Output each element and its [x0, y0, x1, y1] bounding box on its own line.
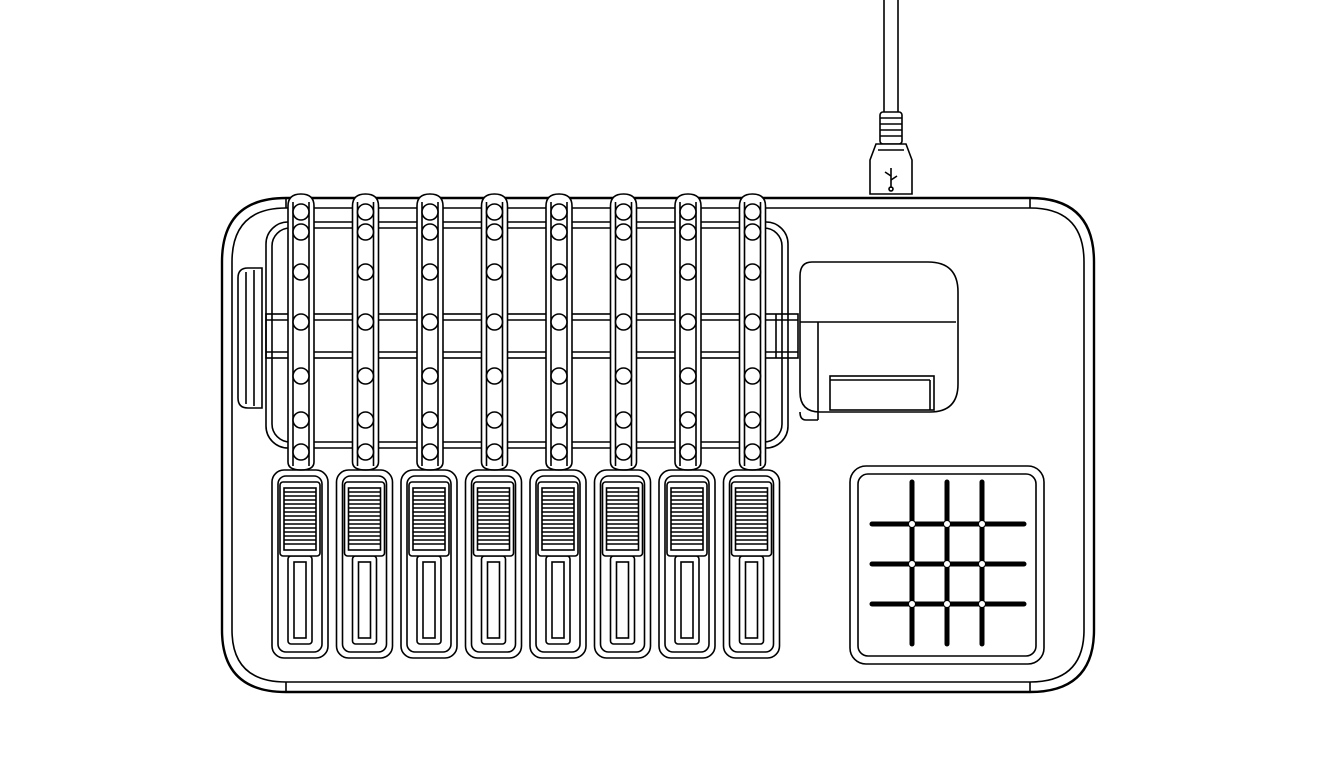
fader-knob	[601, 481, 644, 557]
wheel-notch	[292, 313, 310, 331]
wheel-notch	[292, 223, 310, 241]
wheel-notch	[485, 263, 504, 281]
grid-node	[943, 560, 951, 568]
wheel-notch	[679, 223, 697, 241]
wheel-notch	[743, 203, 762, 221]
fader-knob	[279, 481, 321, 557]
grid-node	[908, 560, 916, 568]
display-module	[799, 261, 959, 421]
wheel-notch	[485, 203, 504, 221]
wheel-notch	[614, 203, 633, 221]
fader-3	[400, 469, 458, 659]
wheel-notch	[421, 223, 439, 241]
grid-pad	[849, 465, 1045, 665]
encoder-wheel-5	[545, 193, 573, 471]
wheel-notch	[743, 313, 762, 331]
wheel-notch	[614, 443, 633, 461]
wheel-notch	[679, 443, 697, 461]
grid-node	[908, 600, 916, 608]
wheel-notch	[356, 223, 375, 241]
wheel-notch	[292, 443, 310, 461]
wheel-notch	[485, 313, 504, 331]
device-body	[220, 196, 1096, 694]
wheel-notch	[421, 411, 439, 429]
encoder-wheel-8	[738, 193, 767, 471]
fader-knob	[666, 481, 708, 557]
encoder-wheel-4	[480, 193, 509, 471]
wheel-notch	[743, 367, 762, 385]
wheel-notch	[614, 263, 633, 281]
wheel-notch	[421, 203, 439, 221]
wheel-notch	[550, 443, 568, 461]
encoder-wheel-3	[416, 193, 444, 471]
fader-knob	[472, 481, 515, 557]
wheel-notch	[550, 203, 568, 221]
wheel-notch	[550, 367, 568, 385]
encoder-wheel-7	[674, 193, 702, 471]
encoder-wheel-6	[609, 193, 638, 471]
wheel-notch	[743, 263, 762, 281]
fader-strips	[271, 469, 781, 659]
wheel-notch	[485, 411, 504, 429]
wheel-notch	[356, 313, 375, 331]
fader-knob	[537, 481, 579, 557]
usb-icon	[884, 168, 898, 192]
fader-8	[722, 469, 781, 659]
wheel-notch	[356, 263, 375, 281]
grid-node	[978, 600, 986, 608]
wheel-notch	[292, 203, 310, 221]
fader-2	[335, 469, 394, 659]
wheel-notch	[614, 313, 633, 331]
wheel-notch	[614, 367, 633, 385]
wheel-notch	[421, 263, 439, 281]
fader-knob	[730, 481, 773, 557]
wheel-notch	[550, 223, 568, 241]
wheel-notch	[679, 203, 697, 221]
usb-cable	[869, 0, 913, 195]
wheel-notch	[550, 411, 568, 429]
wheel-notch	[485, 223, 504, 241]
fader-1	[271, 469, 329, 659]
wheel-notch	[614, 411, 633, 429]
grid-node	[908, 520, 916, 528]
wheel-notch	[614, 223, 633, 241]
wheel-notch	[356, 367, 375, 385]
wheel-notch	[743, 223, 762, 241]
wheel-notch	[679, 313, 697, 331]
wheel-notch	[421, 443, 439, 461]
grid-node	[943, 520, 951, 528]
wheel-notch	[292, 263, 310, 281]
wheel-notch	[421, 367, 439, 385]
fader-6	[593, 469, 652, 659]
grid-node	[978, 560, 986, 568]
wheel-notch	[356, 443, 375, 461]
wheel-notch	[743, 411, 762, 429]
wheel-notch	[485, 443, 504, 461]
wheel-notch	[292, 367, 310, 385]
fader-4	[464, 469, 523, 659]
wheel-notch	[679, 263, 697, 281]
encoder-wheel-2	[351, 193, 380, 471]
rotary-drum	[265, 221, 799, 449]
wheel-notch	[679, 411, 697, 429]
wheel-notch	[743, 443, 762, 461]
grid-node	[978, 520, 986, 528]
wheel-notch	[485, 367, 504, 385]
fader-5	[529, 469, 587, 659]
grid-node	[943, 600, 951, 608]
encoder-wheel-1	[287, 193, 315, 471]
fader-knob	[408, 481, 450, 557]
wheel-notch	[292, 411, 310, 429]
wheel-notch	[550, 263, 568, 281]
fader-7	[658, 469, 716, 659]
wheel-notch	[356, 411, 375, 429]
encoder-wheels	[287, 193, 767, 471]
wheel-notch	[421, 313, 439, 331]
side-wheel	[237, 267, 263, 409]
wheel-notch	[679, 367, 697, 385]
wheel-notch	[356, 203, 375, 221]
wheel-notch	[550, 313, 568, 331]
fader-knob	[343, 481, 386, 557]
